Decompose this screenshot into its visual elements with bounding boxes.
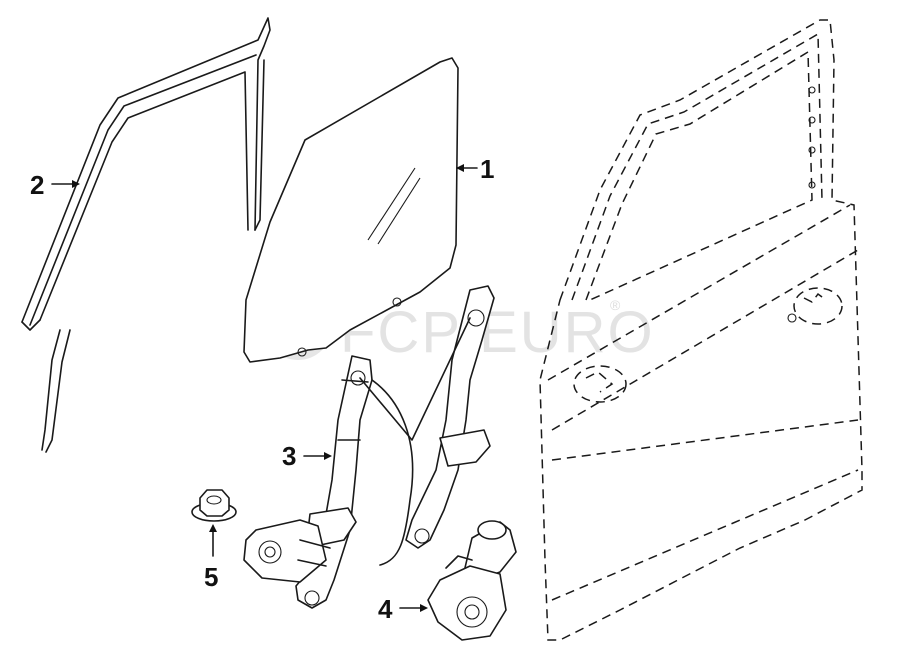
callout-2-label: 2	[30, 170, 44, 200]
callout-5: 5	[204, 524, 218, 592]
callout-4-label: 4	[378, 594, 393, 624]
door-glass	[243, 57, 459, 363]
callout-1: 1	[456, 154, 494, 184]
callout-4: 4	[378, 594, 428, 624]
window-regulator	[243, 285, 495, 609]
callout-3-label: 3	[282, 441, 296, 471]
callout-3: 3	[282, 441, 332, 471]
watermark-registered-mark: ®	[610, 297, 621, 313]
callout-5-label: 5	[204, 562, 218, 592]
hex-nut	[191, 489, 237, 522]
window-run-channel	[21, 17, 271, 453]
callout-2: 2	[30, 170, 80, 200]
fcp-euro-watermark: FCP EURO ®	[264, 292, 655, 365]
door-shell-outline	[539, 19, 863, 641]
watermark-text: FCP EURO	[340, 300, 655, 365]
callout-1-label: 1	[480, 154, 494, 184]
regulator-motor	[427, 520, 517, 641]
